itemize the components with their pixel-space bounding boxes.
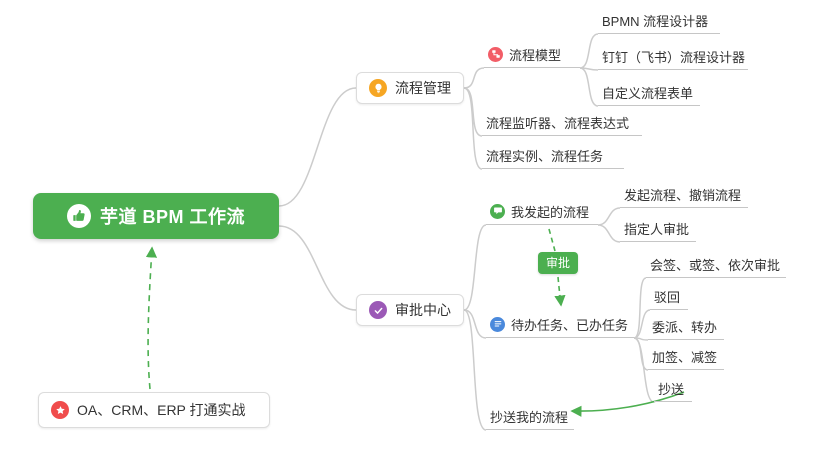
- node-dingtalk-feishu-designer[interactable]: 钉钉（飞书）流程设计器: [598, 48, 748, 70]
- approval-check-icon: [369, 301, 387, 319]
- node-label: 流程管理: [395, 80, 451, 96]
- connector-todo-to-addsign: [633, 337, 649, 371]
- node-bpmn-designer[interactable]: BPMN 流程设计器: [598, 12, 720, 34]
- node-add-remove-sign[interactable]: 加签、减签: [648, 348, 724, 370]
- arrow-badge-to-todo: [554, 276, 566, 307]
- node-label: 自定义流程表单: [602, 85, 694, 101]
- chat-bubble-icon: [490, 203, 505, 219]
- node-my-initiated-process[interactable]: 我发起的流程: [486, 203, 598, 225]
- node-todo-done-tasks[interactable]: 待办任务、已办任务: [486, 316, 634, 338]
- connector-pm-to-process-model: [463, 67, 485, 89]
- node-process-instance-task[interactable]: 流程实例、流程任务: [482, 147, 624, 169]
- connector-pm-to-instance: [463, 87, 483, 170]
- connector-root-to-process-management: [278, 87, 357, 207]
- node-carbon-copy[interactable]: 抄送: [654, 380, 692, 402]
- node-assignee-approval[interactable]: 指定人审批: [620, 220, 696, 242]
- node-reject[interactable]: 驳回: [650, 288, 688, 310]
- connector-model-to-customform: [579, 67, 599, 107]
- root-node-yudao-bpm[interactable]: 芋道 BPM 工作流: [33, 193, 279, 239]
- node-label: 加签、减签: [652, 349, 718, 365]
- connector-todo-to-countersign: [633, 277, 647, 339]
- node-process-model[interactable]: 流程模型: [484, 46, 580, 68]
- node-label: 驳回: [654, 289, 681, 305]
- relationship-label-text: 审批: [546, 256, 571, 270]
- node-label: 发起流程、撤销流程: [624, 187, 742, 203]
- node-custom-process-form[interactable]: 自定义流程表单: [598, 84, 700, 106]
- connector-ac-to-todo: [463, 309, 487, 339]
- node-label: 流程实例、流程任务: [486, 148, 604, 164]
- node-label: 钉钉（飞书）流程设计器: [602, 49, 746, 65]
- task-list-icon: [490, 316, 505, 332]
- node-label: 流程模型: [509, 47, 562, 63]
- node-process-listener-expression[interactable]: 流程监听器、流程表达式: [482, 114, 642, 136]
- connector-todo-to-delegate: [633, 337, 649, 341]
- node-label: 会签、或签、依次审批: [650, 257, 781, 273]
- connector-mi-to-assignee: [597, 224, 621, 243]
- connector-ac-to-myinitiated: [463, 224, 487, 311]
- connector-pm-to-listener: [463, 87, 483, 137]
- node-label: BPMN 流程设计器: [602, 13, 709, 29]
- node-label: OA、CRM、ERP 打通实战: [77, 402, 246, 418]
- star-icon: [51, 401, 69, 419]
- thumbs-up-icon: [66, 204, 91, 228]
- node-initiate-cancel-process[interactable]: 发起流程、撤销流程: [620, 186, 748, 208]
- node-label: 委派、转办: [652, 319, 718, 335]
- node-process-management[interactable]: 流程管理: [356, 72, 464, 104]
- connector-model-to-bpmn: [579, 33, 599, 69]
- node-label: 抄送我的流程: [490, 409, 569, 425]
- lightbulb-icon: [369, 79, 387, 97]
- node-label: 待办任务、已办任务: [511, 317, 629, 333]
- node-cc-my-process[interactable]: 抄送我的流程: [486, 408, 574, 430]
- node-delegate-transfer[interactable]: 委派、转办: [648, 318, 724, 340]
- arrow-oa-to-root: [145, 246, 158, 390]
- connector-root-to-approval-center: [278, 225, 357, 311]
- connector-mi-to-initiate: [597, 207, 621, 226]
- process-model-icon: [488, 46, 503, 62]
- node-approval-center[interactable]: 审批中心: [356, 294, 464, 326]
- node-label: 抄送: [658, 381, 685, 397]
- root-label: 芋道 BPM 工作流: [99, 207, 245, 227]
- node-countersign-orsign-sequential[interactable]: 会签、或签、依次审批: [646, 256, 786, 278]
- node-label: 指定人审批: [624, 221, 690, 237]
- node-oa-crm-erp[interactable]: OA、CRM、ERP 打通实战: [38, 392, 270, 428]
- relationship-label-approval[interactable]: 审批: [538, 252, 579, 274]
- node-label: 审批中心: [395, 302, 451, 318]
- connector-model-to-dingtalk: [579, 67, 599, 71]
- node-label: 我发起的流程: [511, 204, 590, 220]
- connector-ac-to-ccmy: [463, 309, 487, 431]
- arrow-myinitiated-to-badge: [548, 228, 556, 252]
- node-label: 流程监听器、流程表达式: [486, 115, 630, 131]
